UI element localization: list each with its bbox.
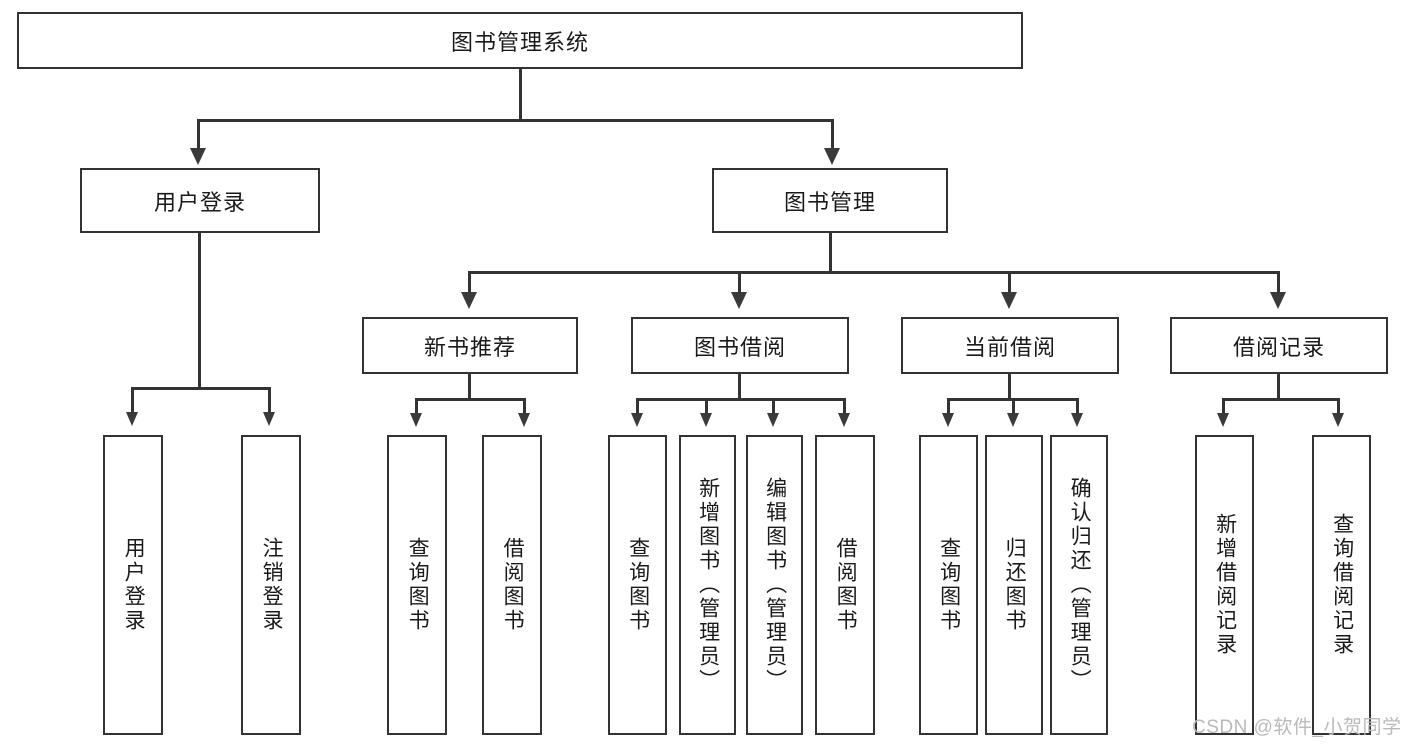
edge-new-book-stem: [468, 374, 471, 400]
edge-book-manage-stem: [829, 233, 832, 273]
edge-borrow-record-to-leaf-1: [1222, 398, 1225, 414]
node-label: 新增借阅记录: [1213, 513, 1237, 657]
edge-root-bus: [197, 119, 834, 122]
leaf-new-book-query[interactable]: 查询图书: [387, 435, 447, 735]
edge-current-borrow-to-leaf-1: [947, 398, 950, 414]
edge-current-borrow-stem: [1008, 374, 1011, 400]
arrowhead-book-borrow-leaf-3: [767, 413, 779, 427]
arrowhead-book-borrow-leaf-4: [838, 413, 850, 427]
edge-book-borrow-bus: [636, 398, 846, 401]
node-label: 查询借阅记录: [1330, 513, 1354, 657]
leaf-logout[interactable]: 注销登录: [241, 435, 301, 735]
watermark-text: CSDN @软件_小贺同学: [1192, 717, 1402, 738]
edge-current-borrow-to-leaf-3: [1076, 398, 1079, 414]
leaf-record-add-borrow-record[interactable]: 新增借阅记录: [1195, 435, 1254, 735]
edge-book-borrow-to-leaf-1: [636, 398, 639, 414]
leaf-borrow-query-book[interactable]: 查询图书: [608, 435, 667, 735]
arrowhead-user-login-leaf-1: [126, 412, 138, 426]
node-label: 图书管理: [783, 189, 876, 215]
leaf-current-confirm-return-admin[interactable]: 确认归还（管理员）: [1050, 435, 1108, 735]
edge-book-manage-bus: [468, 271, 1280, 274]
node-label: 用户登录: [153, 189, 246, 215]
edge-borrow-record-bus: [1222, 398, 1340, 401]
node-root-library-system[interactable]: 图书管理系统: [17, 12, 1023, 69]
edge-current-borrow-to-leaf-2: [1012, 398, 1015, 414]
node-book-management[interactable]: 图书管理: [712, 168, 948, 233]
node-label: 编辑图书（管理员）: [763, 477, 787, 693]
arrowhead-user-login-leaf-2: [263, 412, 275, 426]
edge-book-borrow-to-leaf-3: [772, 398, 775, 414]
edge-root-stem: [519, 69, 522, 121]
node-label: 当前借阅: [963, 334, 1056, 360]
edge-book-manage-to-new-book: [468, 271, 471, 293]
node-label: 用户登录: [122, 537, 146, 633]
arrowhead-borrow-record-leaf-2: [1332, 413, 1344, 427]
edge-new-book-bus: [415, 398, 526, 401]
arrowhead-to-user-login: [190, 148, 206, 165]
node-current-borrow[interactable]: 当前借阅: [901, 317, 1119, 374]
leaf-current-return-book[interactable]: 归还图书: [985, 435, 1043, 735]
node-label: 新增图书（管理员）: [696, 477, 720, 693]
node-label: 图书借阅: [693, 334, 786, 360]
edge-book-borrow-to-leaf-2: [705, 398, 708, 414]
node-label: 借阅记录: [1232, 334, 1325, 360]
node-label: 借阅图书: [834, 537, 858, 633]
node-user-login[interactable]: 用户登录: [80, 168, 320, 233]
node-label: 图书管理系统: [450, 29, 589, 55]
node-book-borrow[interactable]: 图书借阅: [631, 317, 849, 374]
node-label: 借阅图书: [501, 537, 525, 633]
leaf-borrow-add-book-admin[interactable]: 新增图书（管理员）: [679, 435, 736, 735]
arrowhead-current-borrow-leaf-3: [1071, 413, 1083, 427]
edge-root-to-user-login: [197, 119, 200, 149]
arrowhead-new-book-recommend: [461, 292, 477, 309]
arrowhead-book-borrow: [731, 292, 747, 309]
edge-user-login-stem: [198, 233, 201, 390]
edge-borrow-record-stem: [1277, 374, 1280, 400]
arrowhead-book-borrow-leaf-1: [631, 413, 643, 427]
arrowhead-book-borrow-leaf-2: [700, 413, 712, 427]
leaf-user-login[interactable]: 用户登录: [103, 435, 163, 735]
node-label: 查询图书: [406, 537, 430, 633]
node-borrow-record[interactable]: 借阅记录: [1170, 317, 1388, 374]
node-label: 新书推荐: [423, 334, 516, 360]
leaf-borrow-borrow-book[interactable]: 借阅图书: [815, 435, 875, 735]
node-label: 注销登录: [260, 537, 284, 633]
leaf-current-query-book[interactable]: 查询图书: [919, 435, 978, 735]
arrowhead-current-borrow-leaf-1: [942, 413, 954, 427]
edge-borrow-record-to-leaf-2: [1337, 398, 1340, 414]
arrowhead-borrow-record-leaf-1: [1217, 413, 1229, 427]
arrowhead-borrow-record: [1270, 292, 1286, 309]
node-new-book-recommend[interactable]: 新书推荐: [362, 317, 578, 374]
edge-user-login-to-leaf-2: [268, 387, 271, 413]
arrowhead-new-book-leaf-2: [518, 413, 530, 427]
edge-new-book-to-leaf-1: [415, 398, 418, 414]
edge-book-borrow-stem: [738, 374, 741, 400]
leaf-borrow-edit-book-admin[interactable]: 编辑图书（管理员）: [746, 435, 803, 735]
edge-book-manage-to-borrow-record: [1277, 271, 1280, 293]
edge-book-manage-to-book-borrow: [738, 271, 741, 293]
edge-book-borrow-to-leaf-4: [843, 398, 846, 414]
leaf-new-book-borrow[interactable]: 借阅图书: [482, 435, 542, 735]
node-label: 确认归还（管理员）: [1068, 477, 1092, 693]
arrowhead-new-book-leaf-1: [410, 413, 422, 427]
node-label: 查询图书: [626, 537, 650, 633]
edge-root-to-book-manage: [831, 119, 834, 149]
edge-user-login-bus: [131, 387, 270, 390]
arrowhead-to-book-manage: [824, 148, 840, 165]
edge-new-book-to-leaf-2: [523, 398, 526, 414]
node-label: 归还图书: [1003, 537, 1027, 633]
edge-book-manage-to-current-borrow: [1008, 271, 1011, 293]
arrowhead-current-borrow: [1001, 292, 1017, 309]
node-label: 查询图书: [937, 537, 961, 633]
edge-user-login-to-leaf-1: [131, 387, 134, 413]
arrowhead-current-borrow-leaf-2: [1007, 413, 1019, 427]
leaf-record-query-borrow-record[interactable]: 查询借阅记录: [1312, 435, 1371, 735]
